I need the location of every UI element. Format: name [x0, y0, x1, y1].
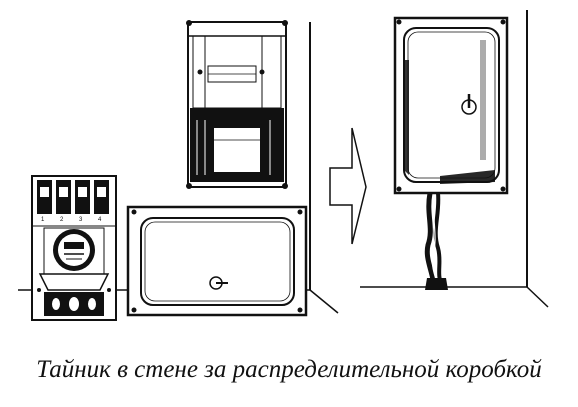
door-handle-icon: [461, 94, 477, 115]
left-scene: 1 2 3 4: [18, 20, 339, 321]
electrical-panel-icon: 1 2 3 4: [31, 175, 117, 321]
breaker-label: 1: [41, 217, 45, 223]
breaker-label: 2: [60, 217, 64, 223]
right-floor-diagonal: [526, 286, 549, 308]
keyhole-icon: [209, 276, 228, 290]
breaker-label: 4: [98, 217, 102, 223]
breakers: 1 2 3 4: [37, 180, 109, 223]
safe-door-icon: [393, 16, 509, 195]
left-floor-diagonal: [309, 289, 339, 314]
caption: Тайник в стене за распределительной коро…: [36, 356, 542, 383]
arrow-right-icon: [329, 127, 367, 245]
right-scene: [360, 10, 549, 308]
meter-dial: [43, 227, 105, 275]
breaker-label: 3: [79, 217, 83, 223]
junction-box-cover: [126, 205, 308, 317]
cable-bundle: [424, 192, 448, 290]
wall-niche-frame: [186, 20, 288, 189]
